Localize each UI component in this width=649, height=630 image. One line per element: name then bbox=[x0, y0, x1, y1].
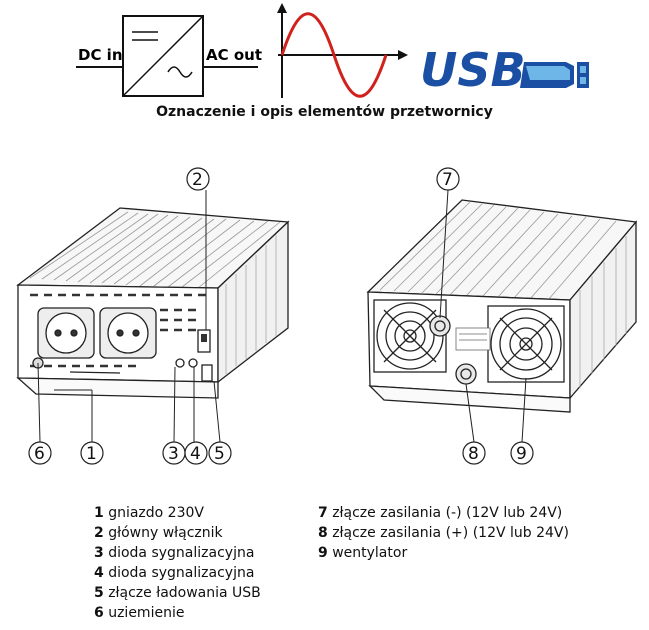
callout-7: 7 bbox=[442, 170, 453, 190]
legend-item-4: 4 dioda sygnalizacyjna bbox=[94, 565, 255, 581]
led-1-icon bbox=[175, 358, 185, 368]
ac-out-label: AC out bbox=[206, 46, 262, 64]
sine-wave-icon bbox=[277, 3, 408, 98]
back-view-drawing bbox=[366, 167, 638, 465]
legend-item-5: 5 złącze ładowania USB bbox=[94, 585, 261, 601]
dc-in-label: DC in bbox=[78, 46, 123, 64]
header-icons: DC in AC out USB bbox=[76, 3, 589, 98]
legend-item-1: 1 gniazdo 230V bbox=[94, 505, 204, 521]
socket-1-icon bbox=[37, 307, 95, 359]
legend-item-8: 8 złącze zasilania (+) (12V lub 24V) bbox=[318, 525, 569, 541]
legend-item-2: 2 główny włącznik bbox=[94, 525, 223, 541]
back-callouts: 7 8 9 bbox=[442, 170, 527, 464]
callout-5: 5 bbox=[214, 444, 225, 464]
inverter-drawings: 2 6 1 3 4 5 bbox=[16, 167, 638, 465]
legend-item-7: 7 złącze zasilania (-) (12V lub 24V) bbox=[318, 505, 563, 521]
fan-left-icon bbox=[373, 299, 447, 373]
figure-caption: Oznaczenie i opis elementów przetwornicy bbox=[156, 104, 493, 120]
callout-8: 8 bbox=[468, 444, 479, 464]
legend-right: 7 złącze zasilania (-) (12V lub 24V) 8 z… bbox=[318, 503, 569, 563]
callout-9: 9 bbox=[516, 444, 527, 464]
usb-port-icon bbox=[201, 364, 213, 382]
legend-item-9: 9 wentylator bbox=[318, 545, 408, 561]
callout-4: 4 bbox=[190, 444, 201, 464]
legend-item-3: 3 dioda sygnalizacyjna bbox=[94, 545, 255, 561]
fan-right-icon bbox=[487, 305, 565, 383]
legend-item-6: 6 uziemienie bbox=[94, 605, 185, 621]
callout-1: 1 bbox=[86, 444, 97, 464]
socket-2-icon bbox=[99, 307, 157, 359]
front-callouts: 2 6 1 3 4 5 bbox=[34, 170, 225, 464]
usb-logo-text: USB bbox=[420, 43, 526, 97]
converter-symbol-icon: DC in AC out bbox=[76, 15, 262, 97]
usb-logo-icon: USB bbox=[420, 43, 589, 97]
callout-6: 6 bbox=[34, 444, 45, 464]
callout-3: 3 bbox=[168, 444, 179, 464]
front-view-drawing bbox=[16, 167, 290, 465]
terminal-negative-icon bbox=[429, 315, 451, 337]
callout-2: 2 bbox=[192, 170, 203, 190]
legend-left: 1 gniazdo 230V 2 główny włącznik 3 dioda… bbox=[94, 503, 261, 623]
terminal-positive-icon bbox=[455, 363, 477, 385]
led-2-icon bbox=[188, 358, 198, 368]
